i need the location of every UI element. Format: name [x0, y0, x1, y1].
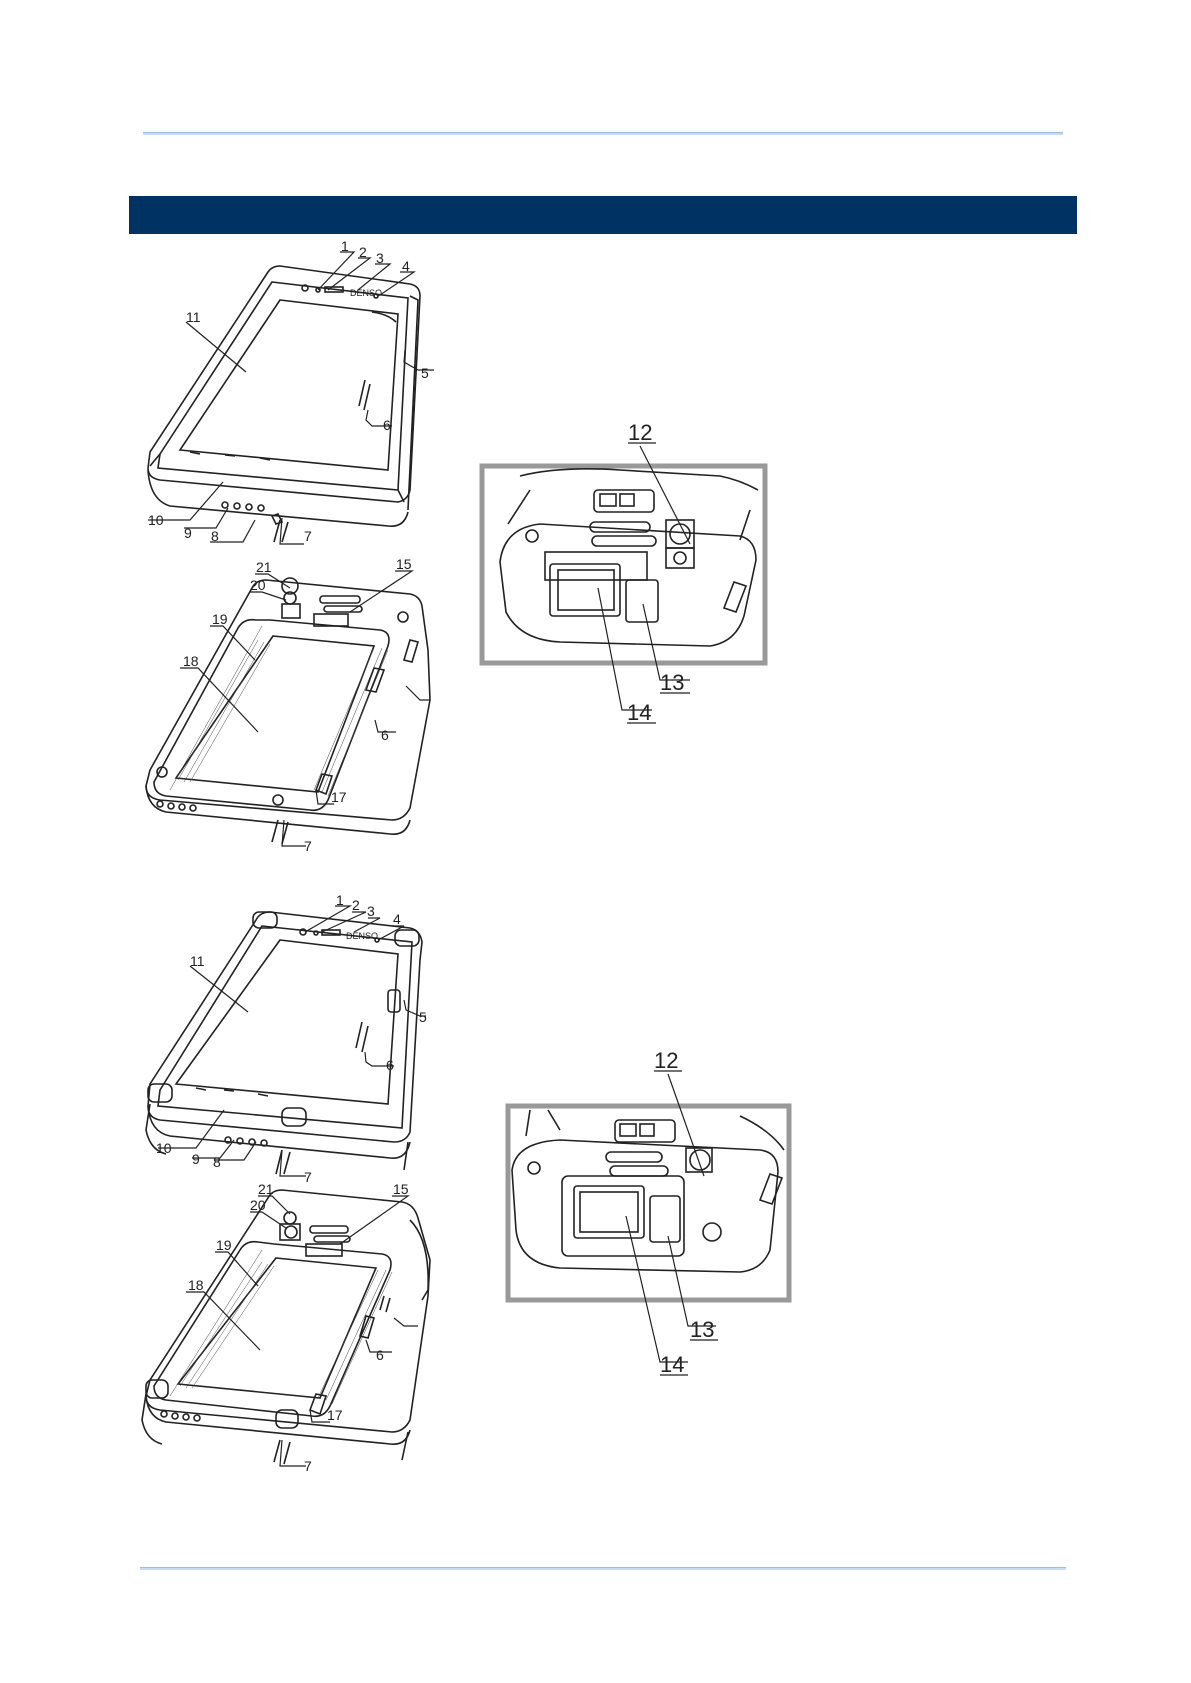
svg-text:15: 15: [393, 1181, 409, 1197]
svg-text:18: 18: [183, 653, 199, 669]
svg-text:17: 17: [331, 789, 347, 805]
svg-text:14: 14: [627, 700, 651, 725]
svg-text:6: 6: [386, 1057, 394, 1073]
svg-text:9: 9: [192, 1151, 200, 1167]
svg-text:10: 10: [156, 1140, 172, 1156]
svg-text:DENSO: DENSO: [346, 931, 378, 941]
svg-text:6: 6: [383, 417, 391, 433]
svg-text:12: 12: [654, 1048, 678, 1073]
svg-text:19: 19: [216, 1237, 232, 1253]
svg-text:7: 7: [304, 838, 312, 854]
svg-text:5: 5: [421, 365, 429, 381]
svg-text:13: 13: [690, 1317, 714, 1342]
svg-text:4: 4: [393, 911, 401, 927]
svg-text:3: 3: [367, 903, 375, 919]
svg-text:21: 21: [258, 1181, 274, 1197]
svg-text:18: 18: [188, 1277, 204, 1293]
svg-text:11: 11: [190, 953, 205, 969]
svg-text:5: 5: [419, 1009, 427, 1025]
svg-text:20: 20: [250, 577, 266, 593]
svg-text:17: 17: [327, 1407, 343, 1423]
svg-text:3: 3: [376, 250, 384, 266]
svg-text:10: 10: [148, 512, 164, 528]
svg-text:13: 13: [660, 670, 684, 695]
svg-text:12: 12: [628, 420, 652, 445]
svg-text:6: 6: [376, 1347, 384, 1363]
svg-text:2: 2: [352, 897, 360, 913]
svg-text:8: 8: [213, 1154, 221, 1170]
svg-text:20: 20: [250, 1197, 266, 1213]
svg-text:1: 1: [341, 238, 349, 254]
svg-text:2: 2: [359, 244, 367, 260]
figure-standard-back: 21 20 15 19 18 6 17 7: [146, 556, 430, 854]
svg-text:11: 11: [186, 309, 201, 325]
svg-text:1: 1: [336, 892, 344, 908]
svg-text:6: 6: [381, 727, 389, 743]
svg-text:19: 19: [212, 611, 228, 627]
svg-text:9: 9: [184, 525, 192, 541]
svg-text:7: 7: [304, 1458, 312, 1474]
svg-text:8: 8: [211, 528, 219, 544]
svg-text:15: 15: [396, 556, 412, 572]
svg-text:14: 14: [660, 1352, 684, 1377]
svg-text:21: 21: [256, 559, 272, 575]
svg-text:4: 4: [402, 258, 410, 274]
svg-text:7: 7: [304, 528, 312, 544]
svg-text:7: 7: [304, 1169, 312, 1185]
figure-standard-scanner-detail: 12 13 14: [482, 420, 765, 725]
